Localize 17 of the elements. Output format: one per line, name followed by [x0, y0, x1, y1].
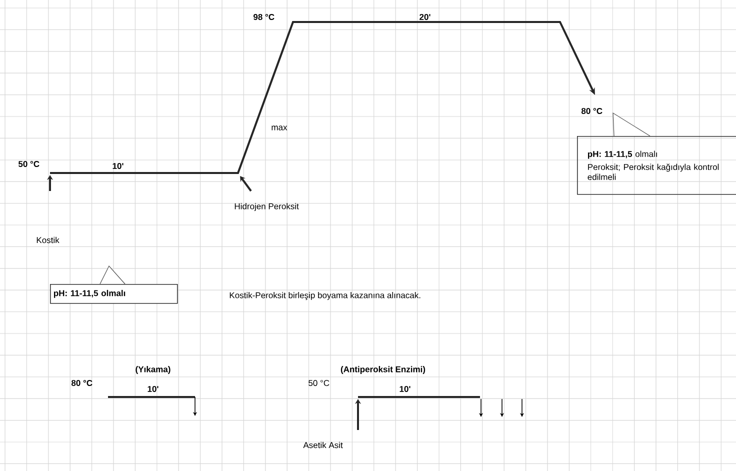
- chemical-label: Kostik: [36, 236, 60, 244]
- temperature-label: 98 °C: [254, 14, 274, 20]
- note-text: Kostik-Peroksit birleşip boyama kazanına alınacak.: [230, 292, 420, 300]
- note-text: max: [272, 126, 288, 130]
- temperature-label: 80 °C: [581, 108, 602, 114]
- temperature-label: 80 °C: [71, 380, 92, 386]
- step-heading: (Antiperoksit Enzimi): [340, 366, 426, 374]
- duration-label: 10': [148, 386, 158, 392]
- chemical-label: Hidrojen Peroksit: [234, 203, 299, 211]
- step-heading: (Yıkama): [136, 366, 170, 374]
- duration-label: 20': [420, 14, 430, 20]
- duration-label: 10': [400, 386, 410, 392]
- chemical-label: Asetik Asit: [303, 442, 343, 448]
- temperature-label: 50 °C: [18, 161, 40, 167]
- callout-box: pH: 11-11,5 olmalı: [50, 265, 178, 304]
- temperature-label: 50 °C: [308, 380, 330, 386]
- duration-label: 10': [112, 163, 124, 169]
